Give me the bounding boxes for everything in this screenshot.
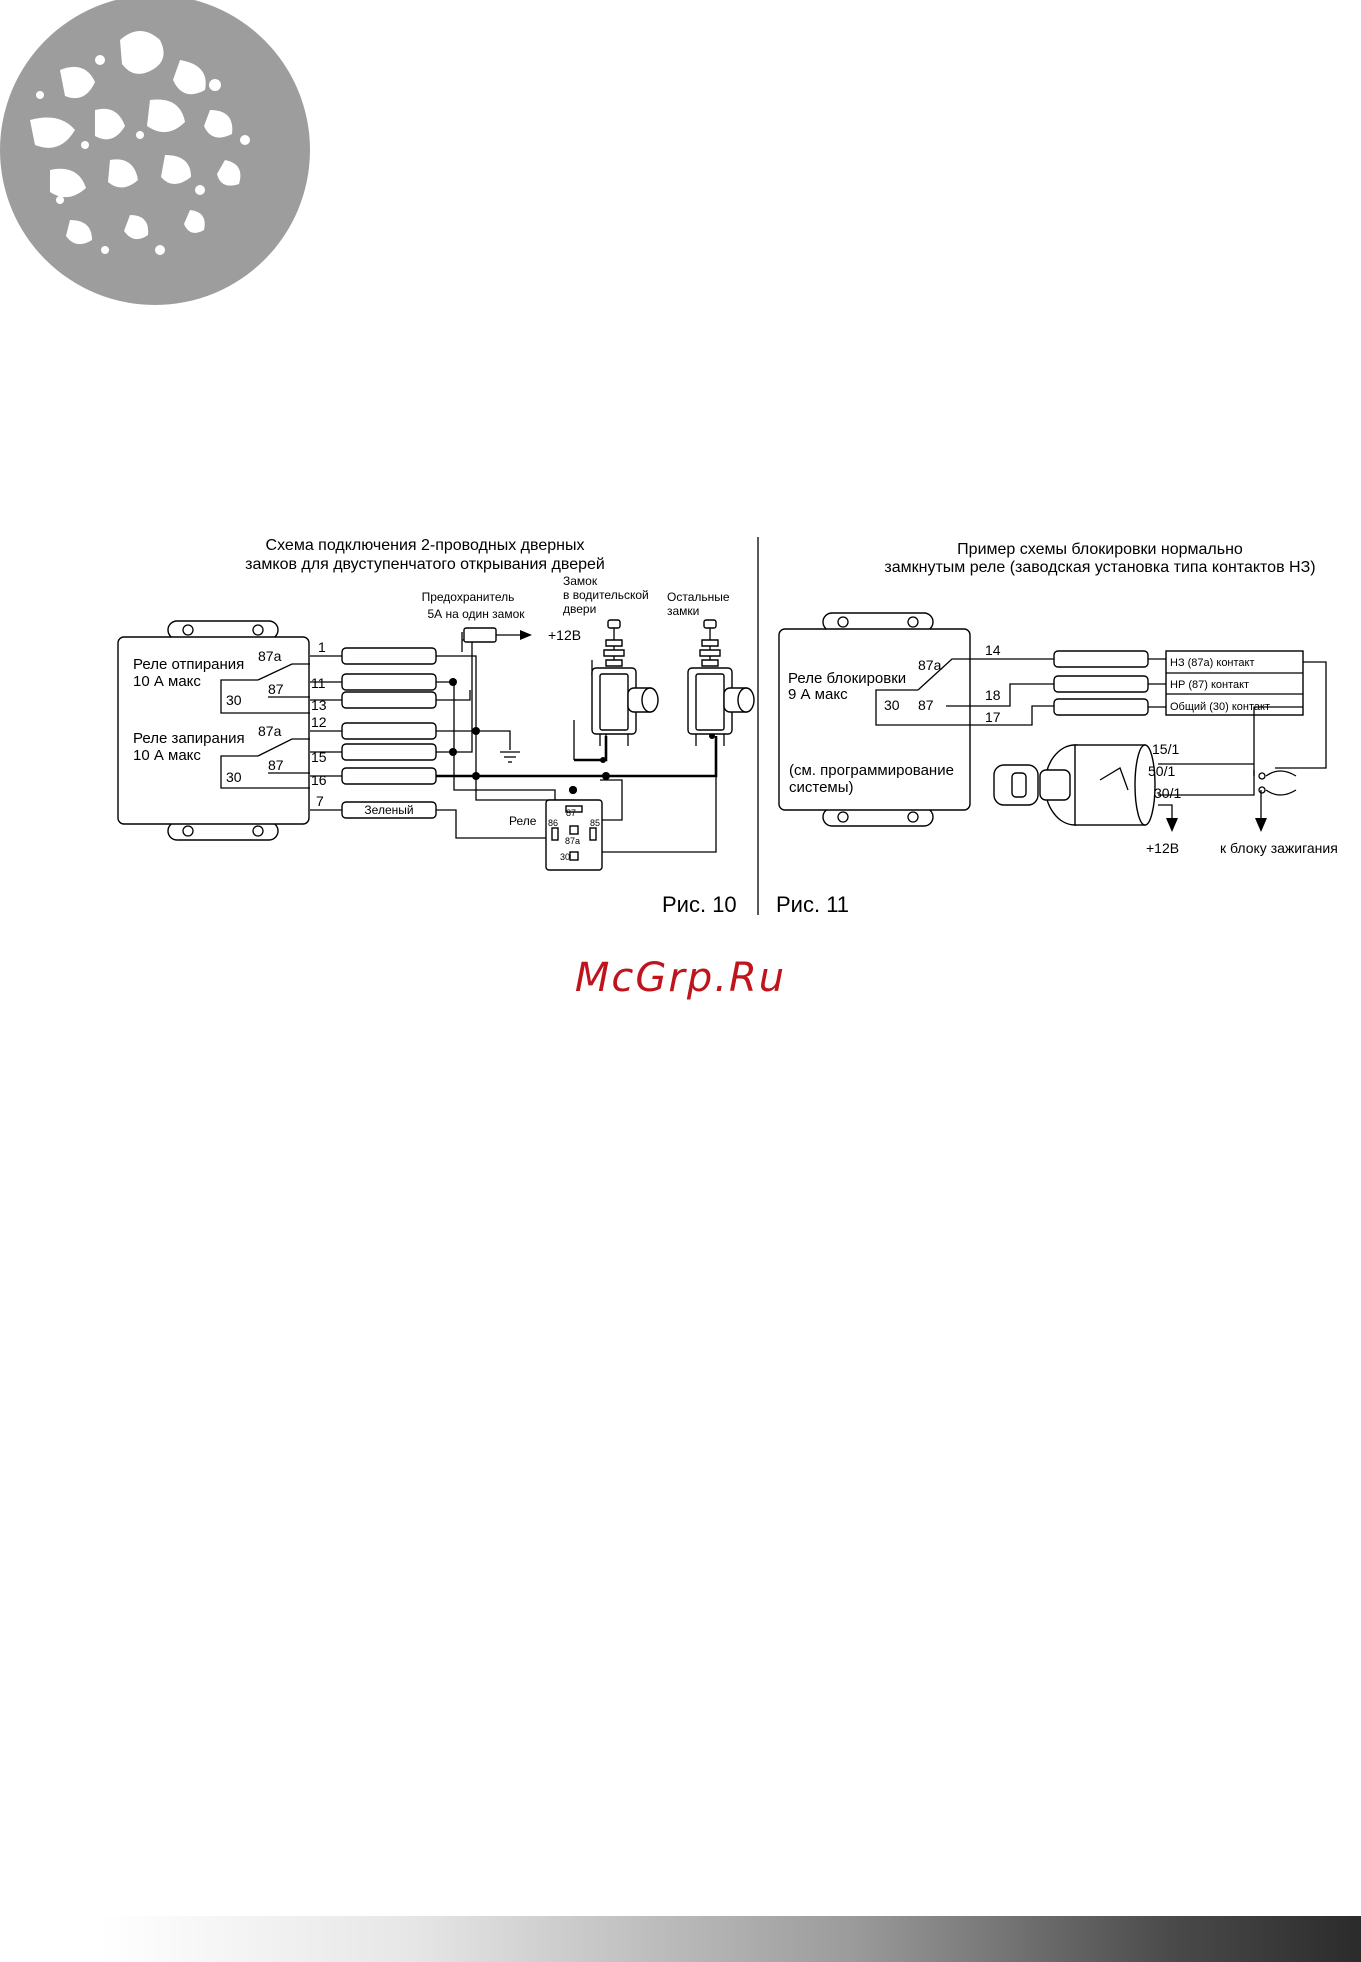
block-relay-label: Реле блокировки [788, 670, 906, 687]
plus12v-label-fig11: +12В [1146, 840, 1179, 856]
figure-11: Пример схемы блокировки нормально замкну… [776, 541, 1338, 917]
watermark: McGrp.Ru [574, 955, 787, 1001]
relay-pin-86: 86 [548, 818, 558, 828]
fig11-title-line1: Пример схемы блокировки нормально [957, 541, 1243, 558]
ign-30-1: 30/1 [1154, 785, 1181, 801]
fuse-label-line1: Предохранитель [422, 590, 515, 604]
external-relay [545, 787, 603, 871]
fig11-contact-87a: 87a [918, 657, 942, 673]
relay-pin-30: 30 [560, 852, 570, 862]
relay-label: Реле [509, 814, 537, 828]
pin-12: 12 [311, 714, 327, 730]
pin-13: 13 [311, 697, 327, 713]
relay-pin-85: 85 [590, 818, 600, 828]
brand-logo [0, 0, 310, 305]
fig10-wiring [436, 627, 718, 870]
pin-17: 17 [985, 709, 1001, 725]
lock-relay-label: Реле запирания [133, 730, 245, 747]
alarm-module-fig10 [117, 620, 310, 841]
pin-18: 18 [985, 687, 1001, 703]
block-relay-rating: 9 А макс [788, 686, 848, 703]
other-locks-line1: Остальные [667, 590, 730, 604]
fig11-title-line2: замкнутым реле (заводская установка типа… [884, 559, 1315, 576]
fig11-wiring [970, 650, 1327, 832]
plus12v-label-fig10: +12В [548, 627, 581, 643]
block-relay-contacts [875, 658, 1054, 726]
fig11-note-line2: системы) [789, 779, 854, 796]
unlock-relay-label: Реле отпирания [133, 656, 244, 673]
footer-gradient-bar [100, 1916, 1361, 1962]
other-locks-line2: замки [667, 604, 699, 618]
fig11-contact-30: 30 [884, 697, 900, 713]
fig11-contact-87: 87 [918, 697, 934, 713]
fuse-label-line2: 5А на один замок [427, 607, 525, 621]
pin-1: 1 [318, 639, 326, 655]
ignition-switch [993, 744, 1156, 826]
driver-door-actuator [591, 619, 659, 746]
fig11-note-line1: (см. программирование [789, 762, 954, 779]
ign-15-1: 15/1 [1152, 741, 1179, 757]
fig10-caption: Рис. 10 [662, 892, 737, 917]
pin-11: 11 [311, 675, 326, 691]
driver-lock-line3: двери [563, 602, 596, 616]
fig10-title-line1: Схема подключения 2-проводных дверных [266, 537, 585, 554]
fig10-title-line2: замков для двуступенчатого открывания дв… [245, 556, 605, 573]
to-ignition-label: к блоку зажигания [1220, 840, 1338, 856]
lock-contact-87: 87 [268, 757, 284, 773]
pin-16: 16 [311, 772, 327, 788]
lock-relay-rating: 10 А макс [133, 747, 201, 764]
unlock-contact-87: 87 [268, 681, 284, 697]
driver-lock-line2: в водительской [563, 588, 649, 602]
common-contact-label: Общий (30) контакт [1170, 701, 1270, 713]
alarm-module-fig11 [778, 612, 971, 827]
lock-contact-30: 30 [226, 769, 242, 785]
no-contact-label: НР (87) контакт [1170, 679, 1249, 691]
nc-contact-label: НЗ (87а) контакт [1170, 657, 1255, 669]
lock-contact-87a: 87a [258, 723, 282, 739]
fig11-caption: Рис. 11 [776, 892, 849, 917]
driver-lock-line1: Замок [563, 574, 598, 588]
pin-15: 15 [311, 749, 327, 765]
unlock-contact-30: 30 [226, 692, 242, 708]
pin-7: 7 [316, 793, 324, 809]
unlock-contact-87a: 87a [258, 648, 282, 664]
figure-10: Схема подключения 2-проводных дверных за… [117, 537, 755, 917]
internal-relay-contacts [220, 663, 310, 789]
wiring-diagrams: Схема подключения 2-проводных дверных за… [117, 537, 1338, 917]
relay-pin-87: 87 [566, 808, 576, 818]
wire-connectors [310, 647, 437, 819]
other-doors-actuator [687, 619, 755, 746]
green-wire-label: Зеленый [364, 803, 413, 817]
relay-pin-87a: 87a [565, 836, 580, 846]
pin-14: 14 [985, 642, 1001, 658]
unlock-relay-rating: 10 А макс [133, 673, 201, 690]
ign-50-1: 50/1 [1148, 763, 1175, 779]
